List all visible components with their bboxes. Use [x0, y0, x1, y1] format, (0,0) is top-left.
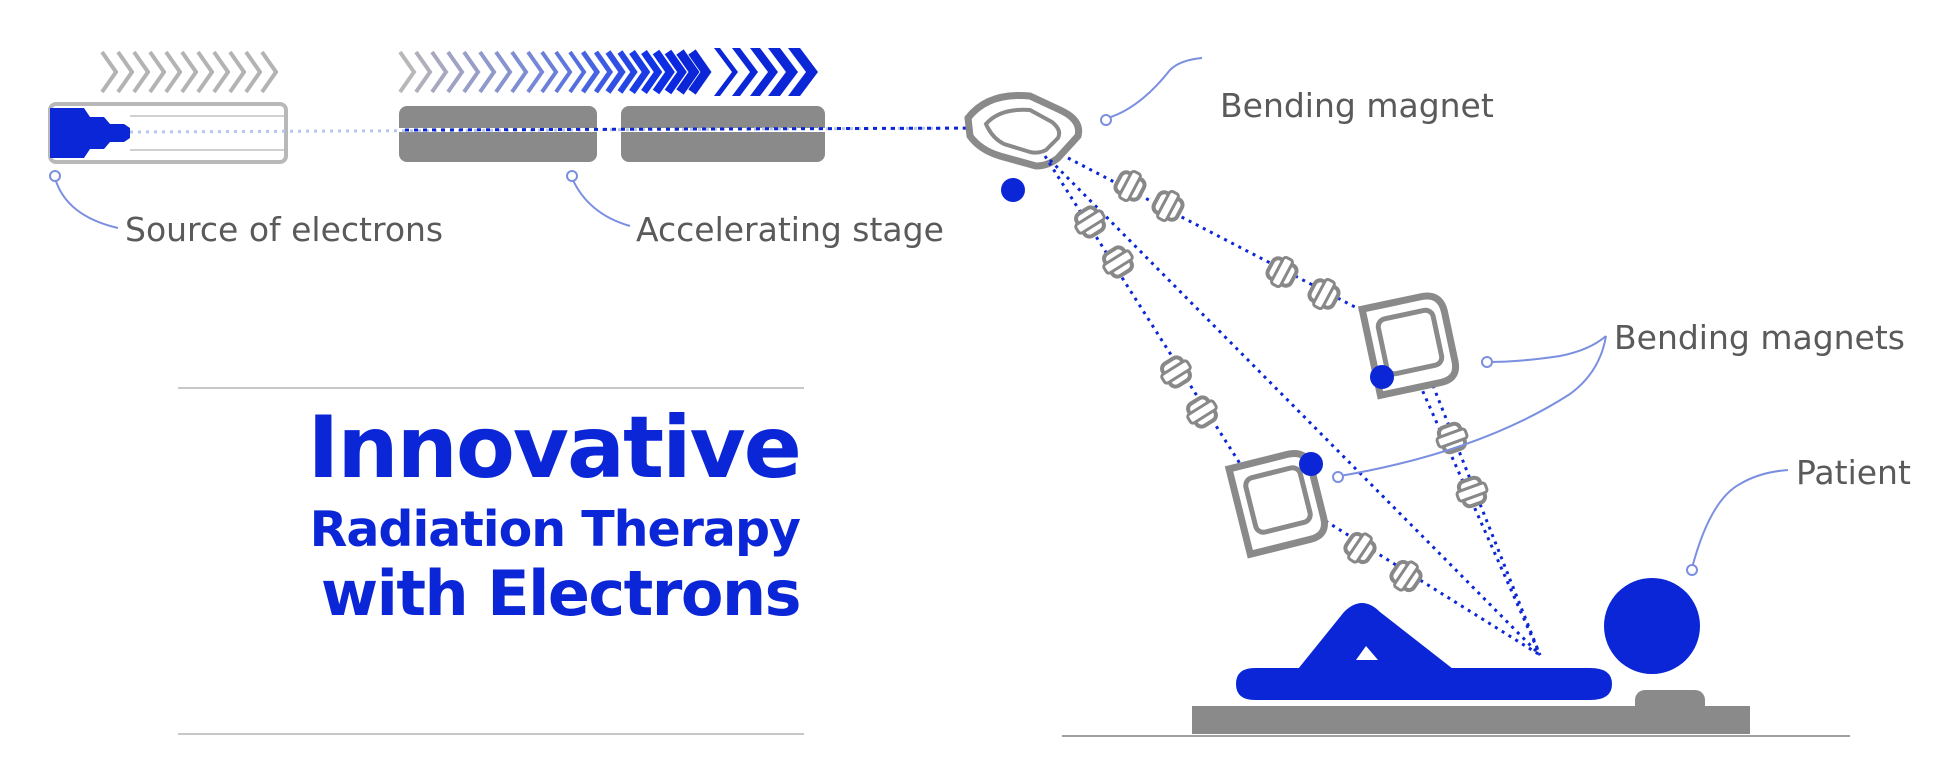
patient-table	[1062, 690, 1850, 737]
electron-dot-2	[1370, 365, 1394, 389]
label-anchor-dots	[49, 114, 1698, 576]
electron-source	[48, 102, 288, 164]
label-patient: Patient	[1796, 453, 1911, 492]
accelerating-chevrons	[398, 48, 818, 96]
patient-head	[1604, 578, 1700, 674]
beam-couplers-left	[1068, 201, 1224, 433]
accelerating-stage	[399, 106, 825, 162]
source-chevrons	[100, 50, 279, 94]
bending-magnet-top	[964, 91, 1083, 170]
beam-couplers-right-down	[1431, 418, 1493, 512]
beam-paths	[1043, 155, 1542, 657]
title-line-3: with Electrons	[320, 557, 802, 630]
electron-dot-3	[1299, 452, 1323, 476]
title-line-1: Innovative	[307, 398, 802, 498]
label-bending-magnet: Bending magnet	[1220, 86, 1494, 125]
title-block: Innovative Radiation Therapy with Electr…	[150, 398, 802, 630]
label-leader-lines	[54, 57, 1789, 569]
label-bending-magnets: Bending magnets	[1614, 318, 1905, 357]
beam-couplers-lower	[1338, 526, 1428, 598]
patient-figure	[1236, 578, 1700, 700]
label-accelerating-stage: Accelerating stage	[636, 210, 944, 249]
title-line-2: Radiation Therapy	[309, 501, 801, 558]
label-source-of-electrons: Source of electrons	[125, 210, 444, 249]
electron-dot-1	[1001, 178, 1025, 202]
